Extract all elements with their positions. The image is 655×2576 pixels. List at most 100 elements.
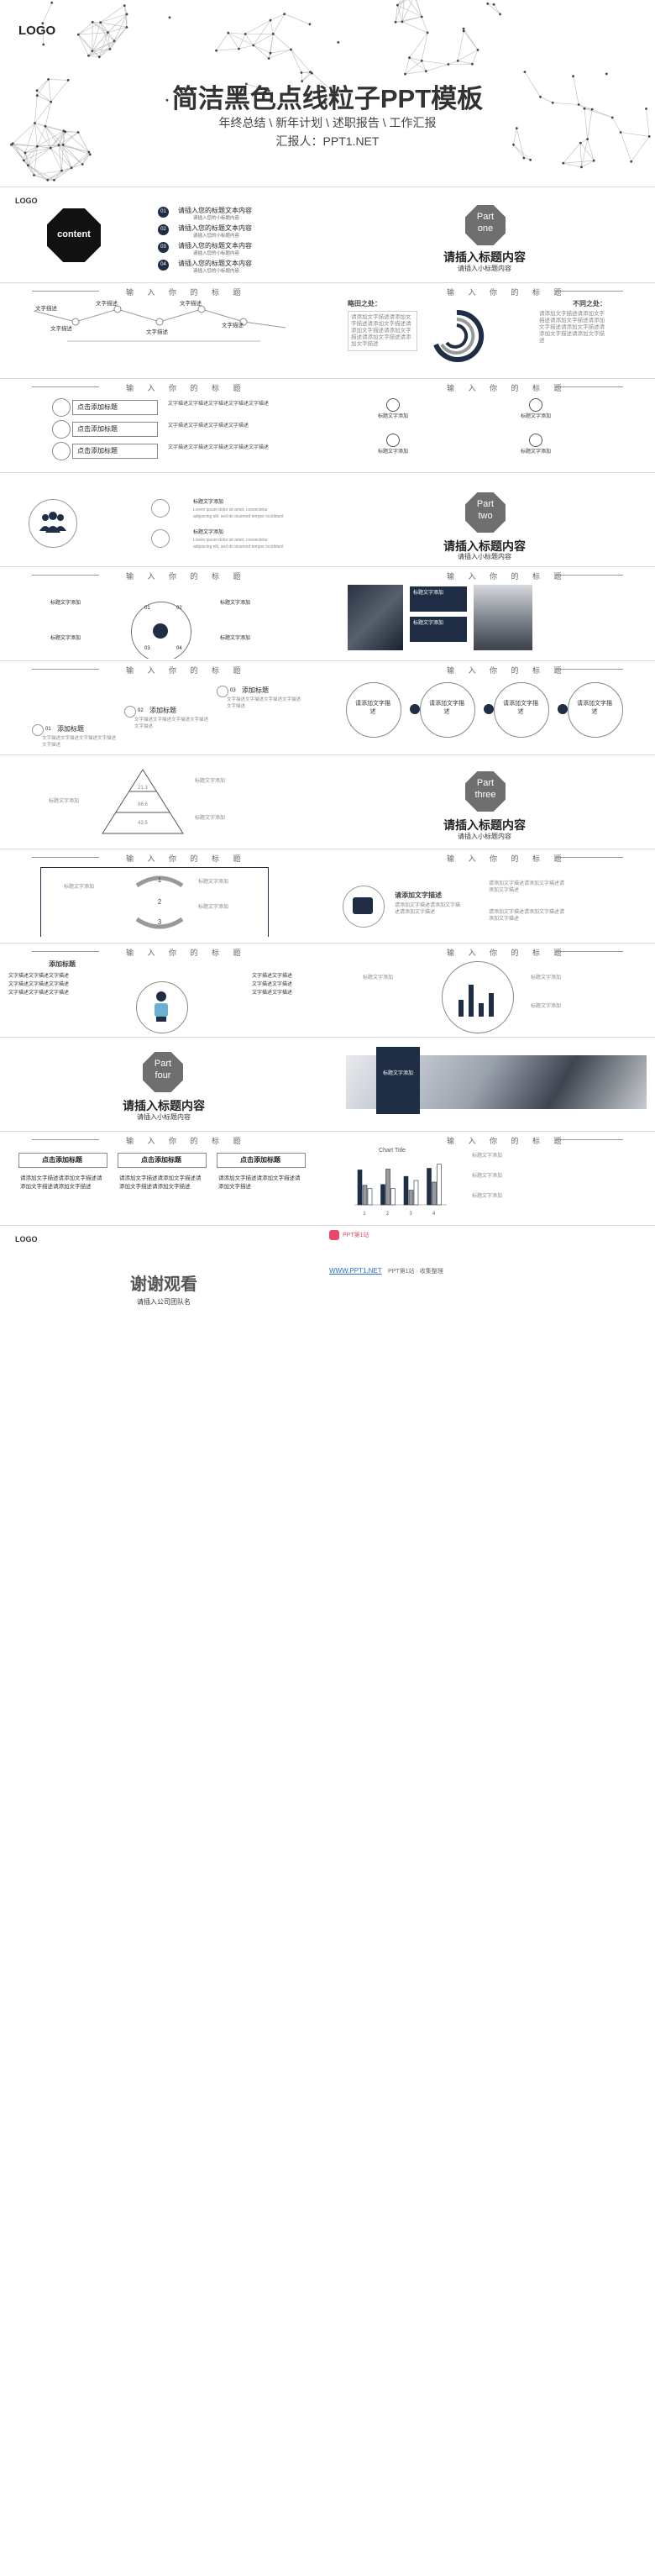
photo-slide: 输 入 你 的 标 题 标题文字添加 标题文字添加 bbox=[329, 568, 655, 659]
step-text: 文字描述文字描述文字描述文字描述文字描述 bbox=[134, 718, 209, 729]
header-line bbox=[556, 1139, 623, 1140]
team-icon-circle bbox=[29, 499, 77, 548]
divider bbox=[0, 566, 655, 567]
team-icon bbox=[39, 512, 66, 533]
part-title: 请插入标题内容 bbox=[443, 818, 526, 832]
toc-title: 请插入您的标题文本内容 bbox=[178, 224, 252, 232]
hub-right-text: 文字描述文字描述 bbox=[252, 974, 293, 979]
site-link[interactable]: WWW.PPT1.NET bbox=[329, 1267, 382, 1275]
header-line bbox=[556, 575, 623, 576]
compare-slide: 输 入 你 的 标 题 略田之处： 请添加文字描述请添加文字描述请添加文字描述请… bbox=[329, 284, 655, 376]
pyramid-title-1: 标题文字添加 bbox=[195, 779, 226, 784]
tab-box bbox=[18, 1153, 107, 1168]
slide-header: 输 入 你 的 标 题 bbox=[447, 288, 568, 297]
row-text: 文字描述文字描述文字描述文字描述 bbox=[168, 423, 249, 428]
header-line bbox=[32, 857, 99, 858]
cover-title: 简洁黑色点线粒子PPT模板 bbox=[171, 84, 484, 113]
row-label-box bbox=[72, 422, 158, 437]
tab-label[interactable]: 点击添加标题 bbox=[141, 1156, 181, 1164]
mechanism-list-2: 请添加文字描述请添加文字描述请添加文字描述 bbox=[489, 910, 565, 922]
pyramid-value-1: 21.3 bbox=[138, 786, 148, 791]
banner-box bbox=[376, 1047, 420, 1114]
grid-title: 标题文字添加 bbox=[521, 449, 552, 455]
cycle-number: 04 bbox=[176, 646, 182, 651]
hub-left-text: 文字描述文字描述文字描述 bbox=[8, 991, 70, 996]
flow-circle-text: 请添加文字描述 bbox=[355, 701, 390, 715]
part-four-slide: Part four 请插入标题内容 请插入小标题内容 bbox=[0, 1038, 328, 1129]
bar bbox=[385, 1169, 390, 1206]
row-text: 文字描述文字描述文字描述文字描述文字描述 bbox=[168, 445, 270, 450]
pyramid-value-2: 86.6 bbox=[138, 802, 148, 807]
chart-title: Chart Title bbox=[379, 1148, 406, 1154]
arc-title-3: 标题文字添加 bbox=[198, 905, 229, 910]
item-text: Lorem ipsum dolor sit amet, consectetur … bbox=[193, 538, 284, 549]
slide-header: 输 入 你 的 标 题 bbox=[447, 854, 568, 863]
row-text: 文字描述文字描述文字描述文字描述文字描述 bbox=[168, 402, 270, 407]
slide-header: 输 入 你 的 标 题 bbox=[447, 666, 568, 675]
cycle-number: 02 bbox=[176, 606, 182, 611]
row-label: 点击添加标题 bbox=[77, 425, 118, 433]
tab-text: 请添加文字描述请添加文字描述请添加文字描述请添加文字描述 bbox=[119, 1175, 202, 1190]
person-icon bbox=[155, 991, 168, 1022]
bar bbox=[427, 1168, 432, 1206]
part-label: Part bbox=[476, 778, 495, 788]
thanks-text: 谢谢观看 bbox=[130, 1275, 197, 1294]
mechanism-circle bbox=[343, 886, 385, 928]
part-label: Part bbox=[476, 212, 495, 222]
grid-title: 标题文字添加 bbox=[521, 414, 552, 419]
brand-tagline: PPT第1站 · 收集整理 bbox=[388, 1269, 443, 1275]
arc-title-1: 标题文字添加 bbox=[64, 885, 95, 890]
pyramid-title-2: 标题文字添加 bbox=[49, 799, 80, 804]
header-line bbox=[32, 386, 99, 387]
logo: LOGO bbox=[18, 24, 56, 38]
slide-header: 输 入 你 的 标 题 bbox=[126, 1137, 247, 1145]
left-label: 略田之处： bbox=[348, 300, 381, 308]
part-title: 请插入标题内容 bbox=[443, 250, 526, 264]
chart-right-title-2: 标题文字添加 bbox=[472, 1174, 503, 1179]
part-subtitle: 请插入小标题内容 bbox=[458, 833, 511, 840]
slide-header: 输 入 你 的 标 题 bbox=[126, 384, 247, 392]
info-box-1 bbox=[410, 586, 467, 612]
header-line bbox=[556, 669, 623, 670]
pyramid bbox=[102, 769, 184, 834]
part-title: 请插入标题内容 bbox=[123, 1099, 205, 1112]
header-line bbox=[556, 857, 623, 858]
left-text: 请添加文字描述请添加文字描述请添加文字描述请添加文字描述请添加文字描述请添加文字… bbox=[348, 311, 417, 351]
row-icon-circle bbox=[52, 398, 71, 417]
cover-reporter: 汇报人：PPT1.NET bbox=[275, 134, 380, 148]
part-title: 请插入标题内容 bbox=[443, 539, 526, 553]
box-title-1: 标题文字添加 bbox=[413, 591, 444, 596]
cycle-circle bbox=[131, 602, 191, 659]
banner-box-title: 标题文字添加 bbox=[382, 1071, 413, 1076]
toc-title: 请插入您的标题文本内容 bbox=[178, 260, 252, 267]
cycle-number: 03 bbox=[144, 646, 150, 651]
step-title: 添加标题 bbox=[242, 686, 269, 694]
tabs-slide: 输 入 你 的 标 题 点击添加标题请添加文字描述请添加文字描述请添加文字描述请… bbox=[0, 1133, 328, 1223]
tab-label[interactable]: 点击添加标题 bbox=[240, 1156, 280, 1164]
zigzag-label: 文字描述 bbox=[222, 323, 244, 329]
cycle-right-title: 标题文字添加 bbox=[220, 601, 251, 606]
row-icon-circle bbox=[52, 442, 71, 460]
header-line bbox=[32, 669, 99, 670]
flow-circle bbox=[494, 682, 549, 738]
tab-label[interactable]: 点击添加标题 bbox=[42, 1156, 82, 1164]
bar-icon bbox=[151, 529, 170, 548]
bar bbox=[367, 1188, 373, 1206]
hub-right-text: 文字描述文字描述 bbox=[252, 991, 293, 996]
city-photo-2 bbox=[474, 585, 532, 650]
particle-network-decoration bbox=[10, 0, 651, 181]
slide-header: 输 入 你 的 标 题 bbox=[126, 288, 247, 297]
step-text: 文字描述文字描述文字描述文字描述文字描述 bbox=[42, 736, 117, 748]
part-number: one bbox=[477, 223, 494, 234]
logo: LOGO bbox=[15, 1235, 38, 1243]
grid-icon-circle bbox=[529, 398, 542, 412]
info-box-2 bbox=[410, 617, 467, 642]
step-number: 03 bbox=[230, 688, 236, 693]
tab-box bbox=[118, 1153, 207, 1168]
content-badge-label: content bbox=[57, 229, 91, 239]
pyramid-title-3: 标题文字添加 bbox=[195, 816, 226, 821]
flow-circle bbox=[420, 682, 475, 738]
